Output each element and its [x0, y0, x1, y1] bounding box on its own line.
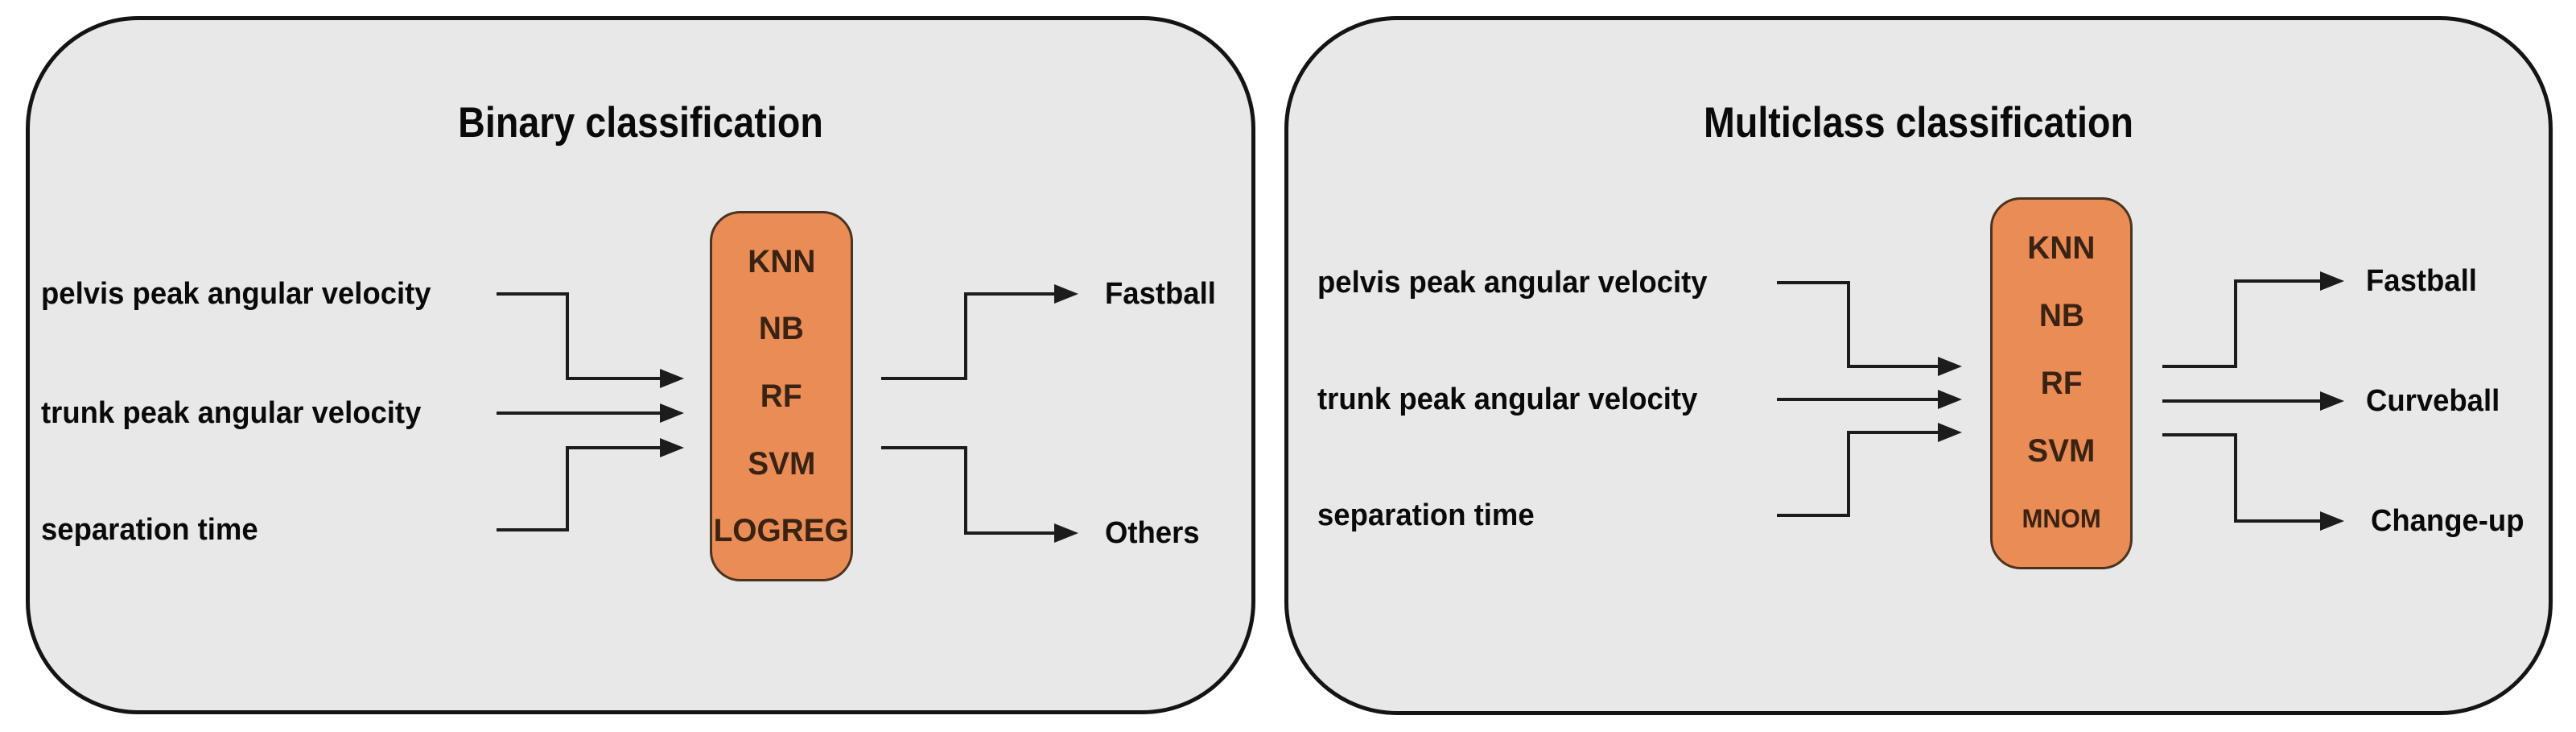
classifier-rf: RF — [760, 378, 802, 414]
output-label-others: Others — [1105, 516, 1200, 550]
classifier-logreg: LOGREG — [713, 513, 850, 549]
arrowhead-icon — [2320, 391, 2344, 411]
connector-line — [964, 292, 1056, 296]
arrowhead-icon — [2320, 271, 2344, 291]
classifier-rf: RF — [2040, 366, 2083, 401]
connector-line — [1847, 281, 1850, 368]
classifier-nb: NB — [2038, 298, 2084, 333]
connector-line — [1777, 281, 1849, 284]
arrowhead-icon — [1054, 284, 1078, 304]
arrowhead-icon — [1938, 357, 1962, 376]
output-label-changeup: Change-up — [2371, 504, 2524, 538]
connector-line — [566, 446, 663, 449]
output-label-fastball: Fastball — [2366, 264, 2477, 298]
binary-classification-panel: Binary classification pelvis peak angula… — [26, 16, 1255, 714]
arrowhead-icon — [660, 369, 684, 388]
classifier-box: KNN NB RF SVM LOGREG — [710, 211, 853, 581]
classifier-knn: KNN — [747, 243, 816, 279]
connector-line — [964, 531, 1056, 535]
connector-line — [1847, 431, 1850, 517]
arrowhead-icon — [660, 438, 684, 457]
input-label-separation: separation time — [1317, 498, 1535, 532]
panel-title: Binary classification — [458, 99, 823, 147]
classifier-box: KNN NB RF SVM MNOM — [1990, 197, 2133, 569]
input-label-pelvis: pelvis peak angular velocity — [41, 277, 431, 311]
connector-line — [1777, 514, 1849, 517]
input-label-trunk: trunk peak angular velocity — [1317, 383, 1698, 416]
connector-line — [881, 377, 967, 380]
output-label-curveball: Curveball — [2366, 384, 2500, 418]
arrowhead-icon — [1054, 523, 1078, 543]
connector-line — [566, 377, 663, 380]
connector-line — [2162, 433, 2237, 436]
classifier-nb: NB — [758, 311, 805, 347]
connector-line — [497, 292, 567, 296]
classifier-svm: SVM — [2027, 433, 2096, 469]
classifier-mnom: MNOM — [2022, 504, 2101, 533]
input-label-pelvis: pelvis peak angular velocity — [1317, 266, 1708, 300]
panel-title: Multiclass classification — [1704, 99, 2133, 147]
arrowhead-icon — [660, 403, 684, 423]
connector-line — [964, 292, 967, 380]
classifier-svm: SVM — [747, 445, 816, 482]
connector-line — [1847, 431, 1941, 434]
connector-line — [497, 411, 663, 415]
connector-line — [2162, 399, 2322, 403]
connector-line — [566, 446, 569, 531]
connector-line — [2234, 279, 2322, 283]
connector-line — [2162, 365, 2237, 368]
connector-line — [2234, 519, 2322, 523]
connector-line — [2234, 279, 2237, 368]
arrowhead-icon — [1938, 390, 1962, 409]
output-label-fastball: Fastball — [1105, 277, 1216, 311]
connector-line — [566, 292, 569, 380]
multiclass-classification-panel: Multiclass classification pelvis peak an… — [1284, 16, 2553, 715]
connector-line — [1777, 398, 1941, 401]
input-label-separation: separation time — [41, 513, 258, 547]
classifier-knn: KNN — [2027, 230, 2096, 266]
connector-line — [497, 528, 567, 531]
connector-line — [964, 446, 967, 535]
connector-line — [1847, 365, 1941, 368]
input-label-trunk: trunk peak angular velocity — [41, 396, 422, 430]
connector-line — [881, 446, 967, 449]
connector-line — [2234, 433, 2237, 523]
arrowhead-icon — [1938, 423, 1962, 442]
arrowhead-icon — [2320, 511, 2344, 531]
